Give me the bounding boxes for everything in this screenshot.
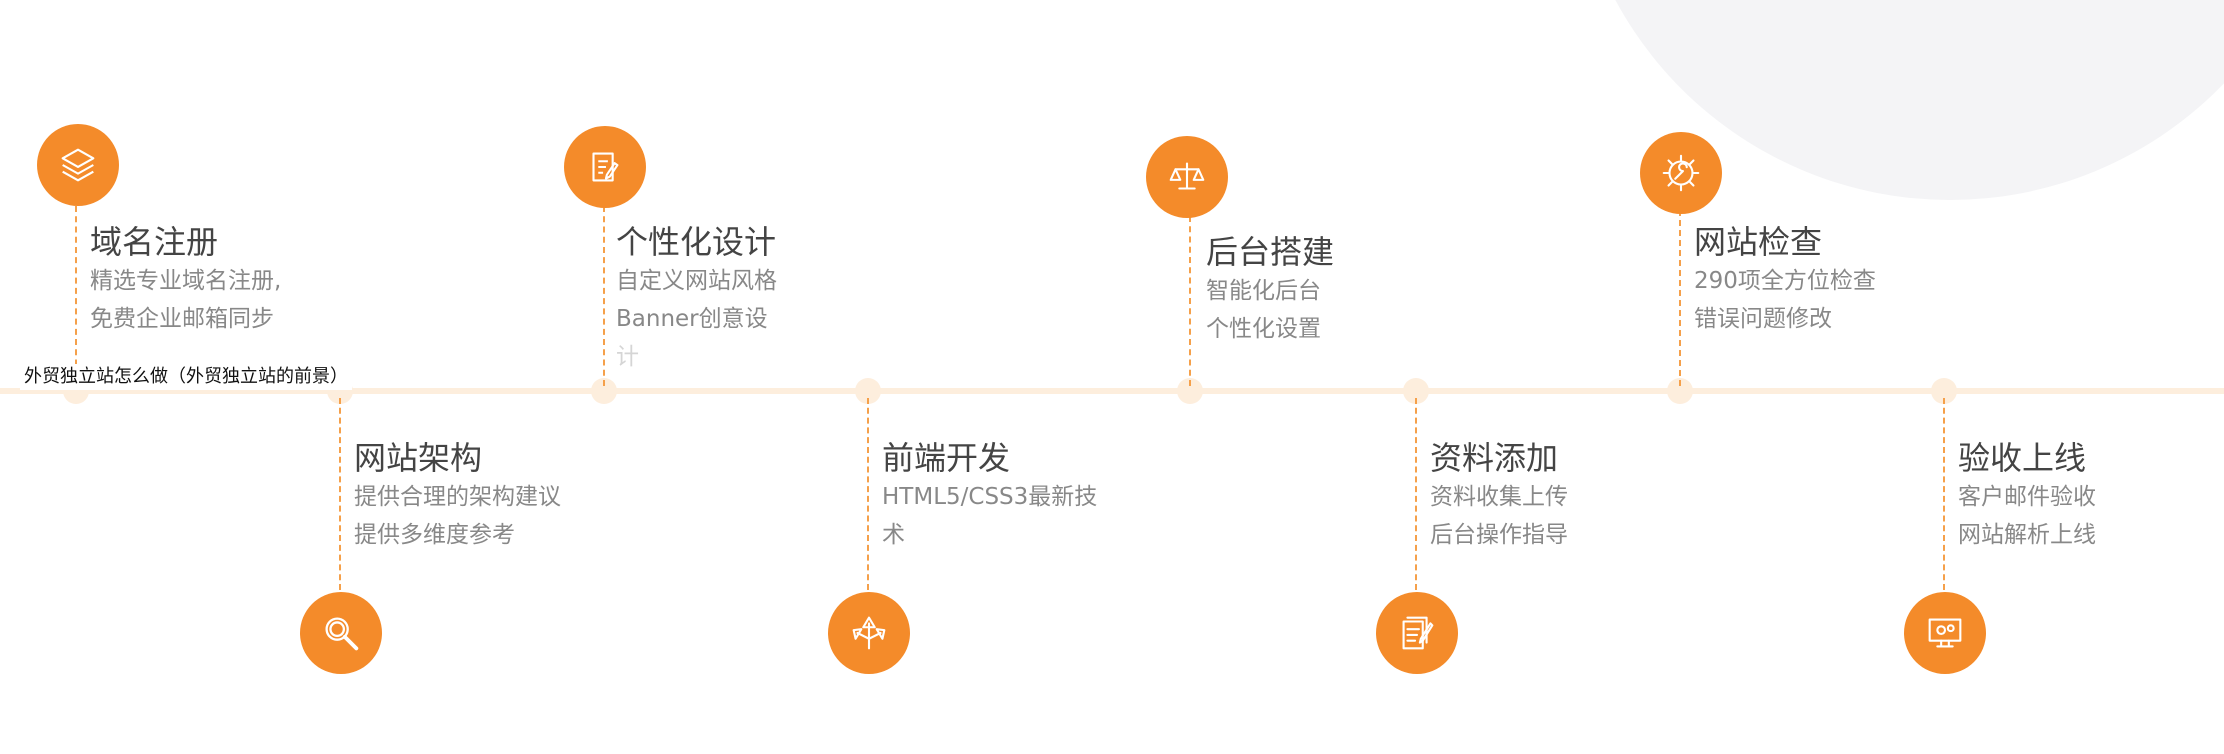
connector-line	[1189, 216, 1191, 386]
step-custom-design: 个性化设计 自定义网站风格 Banner创意设 计	[616, 222, 777, 376]
step-title: 网站架构	[354, 439, 483, 477]
step-desc-line: Banner创意设	[616, 306, 768, 332]
step-acceptance-launch: 验收上线 客户邮件验收 网站解析上线	[1958, 438, 2096, 554]
step-site-inspection: 网站检查 290项全方位检查 错误问题修改	[1694, 222, 1876, 338]
gear-wrench-icon	[1640, 132, 1722, 214]
step-desc-line: HTML5/CSS3最新技	[882, 484, 1098, 510]
step-title: 验收上线	[1958, 439, 2087, 477]
connector-line	[1679, 210, 1681, 386]
step-desc-line: 290项全方位检查	[1694, 268, 1876, 294]
balance-scale-icon	[1146, 136, 1228, 218]
layers-icon	[37, 124, 119, 206]
arrows-directions-icon	[828, 592, 910, 674]
step-backend-setup: 后台搭建 智能化后台 个性化设置	[1206, 232, 1334, 348]
step-title: 网站检查	[1694, 223, 1823, 261]
step-frontend-development: 前端开发 HTML5/CSS3最新技 术	[882, 438, 1097, 554]
connector-line	[1943, 398, 1945, 590]
step-desc-line: 后台操作指导	[1430, 522, 1568, 548]
step-desc-line: 客户邮件验收	[1958, 484, 2096, 510]
document-pen-icon	[1376, 592, 1458, 674]
step-title: 域名注册	[90, 223, 219, 261]
step-desc-line: 术	[882, 522, 905, 548]
step-desc-line: 精选专业域名注册,	[90, 268, 282, 294]
timeline-track	[0, 388, 2224, 394]
step-desc-line: 提供合理的架构建议	[354, 484, 561, 510]
step-desc-line: 计	[616, 344, 639, 370]
step-title: 前端开发	[882, 439, 1011, 477]
connector-line	[339, 398, 341, 590]
connector-line	[75, 206, 77, 386]
step-domain-registration: 域名注册 精选专业域名注册, 免费企业邮箱同步	[90, 222, 281, 338]
step-desc-line: 智能化后台	[1206, 278, 1321, 304]
connector-line	[603, 206, 605, 386]
step-site-architecture: 网站架构 提供合理的架构建议 提供多维度参考	[354, 438, 561, 554]
step-desc-line: 免费企业邮箱同步	[90, 306, 274, 332]
connector-line	[867, 398, 869, 590]
step-desc-line: 错误问题修改	[1694, 306, 1832, 332]
image-alt-caption: 外贸独立站怎么做（外贸独立站的前景）	[20, 364, 352, 390]
step-title: 后台搭建	[1206, 233, 1335, 271]
step-title: 资料添加	[1430, 439, 1559, 477]
step-desc-line: 资料收集上传	[1430, 484, 1568, 510]
notepad-edit-icon	[564, 126, 646, 208]
connector-line	[1415, 398, 1417, 590]
search-magnifier-icon	[300, 592, 382, 674]
step-content-upload: 资料添加 资料收集上传 后台操作指导	[1430, 438, 1568, 554]
step-desc-line: 网站解析上线	[1958, 522, 2096, 548]
step-desc-line: 个性化设置	[1206, 316, 1321, 342]
step-title: 个性化设计	[616, 223, 777, 261]
step-desc-line: 提供多维度参考	[354, 522, 515, 548]
step-desc-line: 自定义网站风格	[616, 268, 777, 294]
monitor-gears-icon	[1904, 592, 1986, 674]
